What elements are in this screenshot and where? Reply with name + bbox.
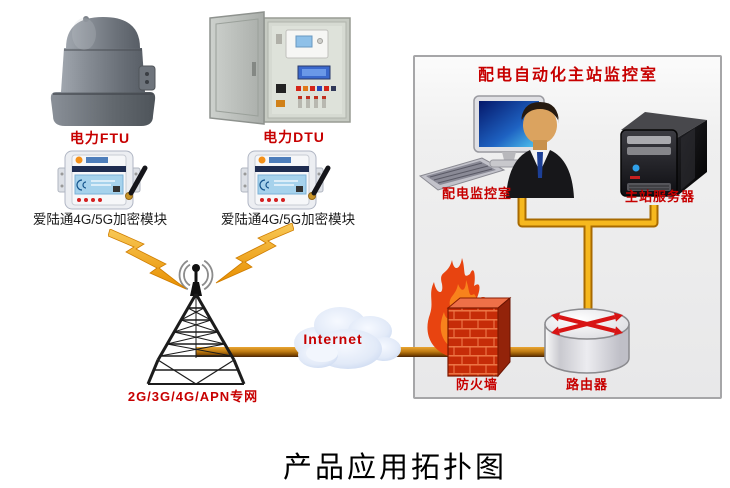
monitoring-workstation-icon bbox=[418, 95, 574, 198]
dtu-module-label: 爱陆通4G/5G加密模块 bbox=[220, 212, 356, 227]
ftu-module-label: 爱陆通4G/5G加密模块 bbox=[32, 212, 168, 227]
server-label: 主站服务器 bbox=[624, 189, 695, 204]
tower-label: 2G/3G/4G/APN专网 bbox=[127, 389, 259, 404]
ftu-device-image bbox=[50, 16, 156, 126]
firewall-icon bbox=[427, 258, 512, 378]
dtu-cabinet-image bbox=[209, 11, 351, 125]
diagram-caption: 产品应用拓扑图 bbox=[282, 452, 507, 484]
router-icon bbox=[544, 308, 630, 374]
station-room-title: 配电自动化主站监控室 bbox=[477, 67, 658, 84]
encryption-module-icon bbox=[57, 150, 148, 210]
lightning-bolt-icon bbox=[108, 229, 187, 290]
cell-tower-icon bbox=[146, 260, 246, 385]
router-label: 路由器 bbox=[565, 377, 608, 392]
lightning-bolt-icon bbox=[215, 223, 294, 284]
dtu-label: 电力DTU bbox=[263, 129, 325, 145]
firewall-label: 防火墙 bbox=[455, 377, 498, 392]
internet-label: Internet bbox=[303, 331, 363, 347]
ftu-label: 电力FTU bbox=[69, 130, 131, 146]
server-tower-icon bbox=[620, 112, 707, 197]
internet-cloud-icon bbox=[294, 307, 401, 369]
workstation-label: 配电监控室 bbox=[441, 186, 512, 201]
encryption-module-icon bbox=[240, 150, 331, 210]
